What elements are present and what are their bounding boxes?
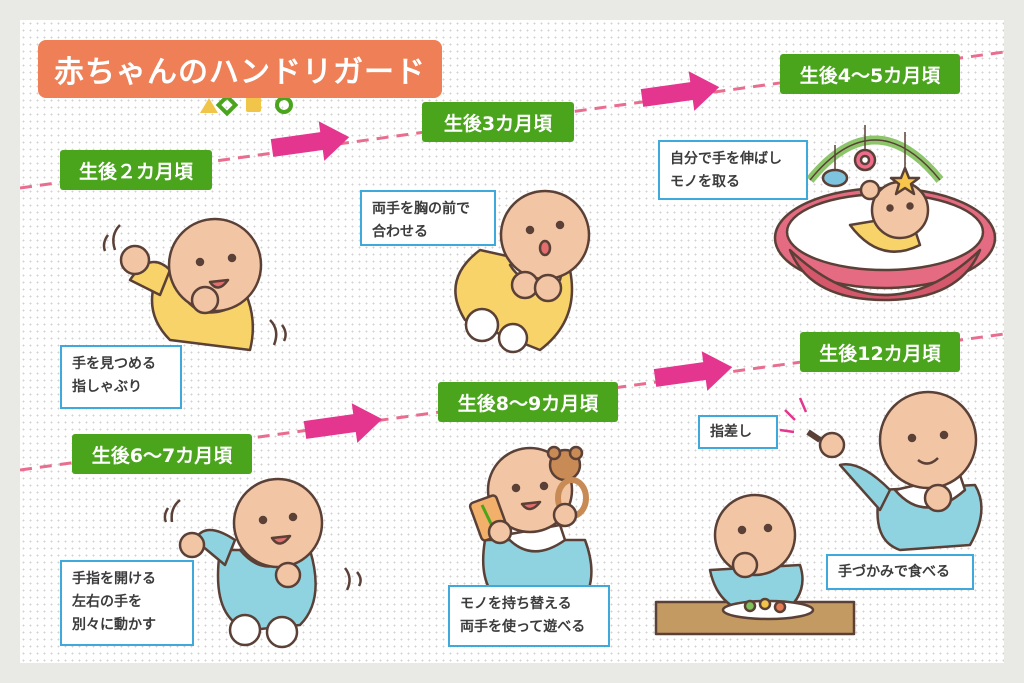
note-3-months-line-1: 両手を胸の前で (372, 201, 470, 217)
stage-label-6-7-months: 生後6～7カ月頃 (72, 434, 252, 474)
stage-label-12-months: 生後12カ月頃 (800, 332, 960, 372)
baby-3-months-illustration (454, 189, 591, 354)
note-8-9-months: モノを持ち替える 両手を使って遊べる (448, 585, 610, 647)
note-pointing: 指差し (698, 415, 778, 449)
baby-12-months-eating-illustration (654, 493, 856, 636)
note-8-9-months-line-2: 両手を使って遊べる (460, 619, 586, 635)
stage-label-4-5-months: 生後4～5カ月頃 (780, 54, 960, 94)
baby-6-7-months-illustration (163, 477, 362, 649)
baby-12-months-pointing-illustration (779, 390, 983, 552)
arrow-icon-1 (270, 121, 350, 161)
note-3-months-line-2: 合わせる (372, 224, 428, 240)
note-4-5-months: 自分で手を伸ばし モノを取る (658, 140, 808, 200)
note-6-7-months-line-1: 手指を開ける (72, 571, 156, 587)
baby-2-months-illustration (102, 217, 287, 352)
stage-label-8-9-months: 生後8～9カ月頃 (438, 382, 618, 422)
arrow-icon-3 (303, 403, 383, 443)
note-12-months: 手づかみで食べる (826, 554, 974, 590)
diamond-icon (215, 93, 239, 117)
note-3-months: 両手を胸の前で 合わせる (360, 190, 496, 246)
note-6-7-months-line-3: 別々に動かす (72, 617, 156, 633)
note-6-7-months-line-2: 左右の手を (72, 594, 142, 610)
illustration-layer (20, 50, 1004, 649)
note-4-5-months-line-1: 自分で手を伸ばし (670, 151, 782, 167)
note-8-9-months-line-1: モノを持ち替える (460, 596, 572, 612)
note-2-months: 手を見つめる 指しゃぶり (60, 345, 182, 409)
note-2-months-line-2: 指しゃぶり (72, 379, 142, 395)
stage-label-3-months: 生後3カ月頃 (422, 102, 574, 142)
page-title: 赤ちゃんのハンドリガード (38, 40, 442, 98)
stage-label-2-months: 生後２カ月頃 (60, 150, 212, 190)
circle-icon (275, 96, 293, 114)
arrow-icon-4 (653, 351, 733, 391)
baby-4-5-months-illustration (773, 125, 997, 302)
note-2-months-line-1: 手を見つめる (72, 356, 156, 372)
triangle-icon (200, 98, 218, 113)
square-icon (246, 97, 261, 112)
note-6-7-months: 手指を開ける 左右の手を 別々に動かす (60, 560, 194, 646)
infographic-canvas: 赤ちゃんのハンドリガード 生後２カ月頃 生後3カ月頃 生後4～5カ月頃 生後6～… (20, 20, 1004, 663)
arrow-icon-2 (640, 71, 720, 111)
note-4-5-months-line-2: モノを取る (670, 174, 740, 190)
